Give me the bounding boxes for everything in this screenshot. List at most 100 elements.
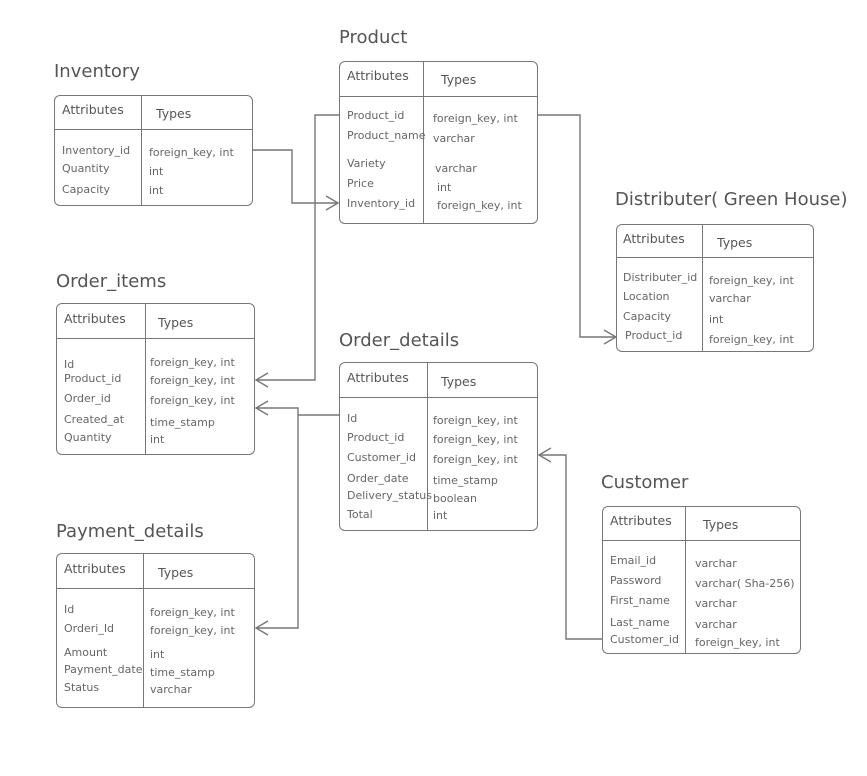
types-header: Types	[158, 315, 194, 330]
arrowhead-inventory-product	[325, 195, 340, 211]
distributer-table: Attributes Types Distributer_id foreign_…	[616, 224, 814, 352]
table-header: Attributes Types	[340, 62, 537, 97]
arrowhead-order-details-order-items	[254, 400, 269, 416]
types-header: Types	[441, 374, 477, 389]
table-header: Attributes Types	[340, 363, 537, 398]
connector-order-details-order-items	[256, 407, 340, 416]
inventory-title: Inventory	[54, 61, 140, 82]
row-type: int	[149, 165, 164, 178]
table-header: Attributes Types	[603, 507, 800, 541]
row-type: foreign_key, int	[433, 112, 518, 125]
row-name: Inventory_id	[62, 144, 131, 157]
attributes-header: Attributes	[62, 102, 124, 117]
table-header: Attributes Types	[57, 304, 254, 339]
table-header: Attributes Types	[617, 225, 813, 258]
row-type: int	[149, 184, 164, 197]
row-type: foreign_key, int	[150, 624, 235, 637]
row-name: Id	[347, 412, 358, 425]
connector-product-distributer	[538, 114, 616, 338]
row-type: varchar	[695, 597, 737, 610]
row-type: foreign_key, int	[433, 414, 518, 427]
row-name: Last_name	[610, 616, 670, 629]
connector-order-details-payment	[256, 415, 299, 629]
attributes-header: Attributes	[623, 231, 685, 246]
column-divider	[427, 363, 428, 530]
table-header: Attributes Types	[57, 554, 254, 589]
product-table: Attributes Types Product_id foreign_key,…	[339, 61, 538, 224]
column-divider	[145, 304, 146, 454]
row-type: int	[150, 433, 165, 446]
row-name: Product_id	[625, 329, 683, 342]
row-name: Delivery_status	[347, 489, 432, 502]
row-type: foreign_key, int	[437, 199, 522, 212]
attributes-header: Attributes	[610, 513, 672, 528]
inventory-table: Attributes Types Inventory_id foreign_ke…	[54, 95, 253, 206]
row-type: varchar	[150, 683, 192, 696]
types-header: Types	[703, 517, 739, 532]
arrowhead-customer-order-details	[537, 447, 552, 463]
row-name: Created_at	[64, 413, 125, 426]
row-name: Total	[347, 508, 373, 521]
row-type: int	[437, 181, 452, 194]
row-type: foreign_key, int	[150, 394, 235, 407]
column-divider	[423, 62, 424, 223]
row-name: Quantity	[64, 431, 112, 444]
row-type: foreign_key, int	[433, 453, 518, 466]
row-type: boolean	[433, 492, 477, 505]
row-name: Order_date	[347, 472, 409, 485]
row-name: Price	[347, 177, 374, 190]
order-items-title: Order_items	[56, 271, 167, 292]
payment-details-table: Attributes Types Id foreign_key, int Ord…	[56, 553, 255, 708]
column-divider	[685, 507, 686, 653]
row-type: foreign_key, int	[433, 433, 518, 446]
row-name: Capacity	[62, 183, 111, 196]
row-name: Payment_date	[64, 663, 143, 676]
row-name: Customer_id	[347, 451, 416, 464]
row-type: foreign_key, int	[709, 274, 794, 287]
row-type: int	[150, 648, 165, 661]
row-type: varchar	[435, 162, 477, 175]
row-name: Customer_id	[610, 633, 679, 646]
types-header: Types	[717, 235, 753, 250]
column-divider	[702, 225, 703, 351]
row-name: Location	[623, 290, 670, 303]
column-divider	[143, 554, 144, 707]
row-name: Product_id	[347, 109, 405, 122]
table-header: Attributes Types	[55, 96, 252, 130]
customer-title: Customer	[601, 472, 689, 493]
row-type: varchar( Sha-256)	[695, 577, 795, 590]
types-header: Types	[156, 106, 192, 121]
row-name: Capacity	[623, 310, 672, 323]
order-items-table: Attributes Types Id foreign_key, int Pro…	[56, 303, 255, 455]
row-type: foreign_key, int	[150, 356, 235, 369]
row-name: Quantity	[62, 162, 110, 175]
order-details-table: Attributes Types Id foreign_key, int Pro…	[339, 362, 538, 531]
row-name: Status	[64, 681, 100, 694]
row-name: Password	[610, 574, 662, 587]
row-name: Id	[64, 358, 75, 371]
row-type: time_stamp	[150, 416, 215, 429]
row-name: Product_name	[347, 129, 426, 142]
customer-table: Attributes Types Email_id varchar Passwo…	[602, 506, 801, 654]
connector-customer-order-details	[539, 454, 602, 640]
row-name: Product_id	[347, 431, 405, 444]
row-name: Order_id	[64, 392, 111, 405]
row-type: foreign_key, int	[709, 333, 794, 346]
row-name: Amount	[64, 646, 108, 659]
row-type: foreign_key, int	[149, 146, 234, 159]
row-name: Id	[64, 603, 75, 616]
attributes-header: Attributes	[347, 370, 409, 385]
row-name: Variety	[347, 157, 386, 170]
attributes-header: Attributes	[64, 561, 126, 576]
attributes-header: Attributes	[64, 311, 126, 326]
column-divider	[141, 96, 142, 205]
row-name: Product_id	[64, 372, 122, 385]
row-type: int	[709, 313, 724, 326]
arrowhead-product-order-items	[254, 372, 269, 388]
connector-product-order-items	[256, 114, 340, 381]
product-title: Product	[339, 27, 408, 48]
row-type: foreign_key, int	[150, 374, 235, 387]
row-type: foreign_key, int	[150, 606, 235, 619]
types-header: Types	[441, 72, 477, 87]
